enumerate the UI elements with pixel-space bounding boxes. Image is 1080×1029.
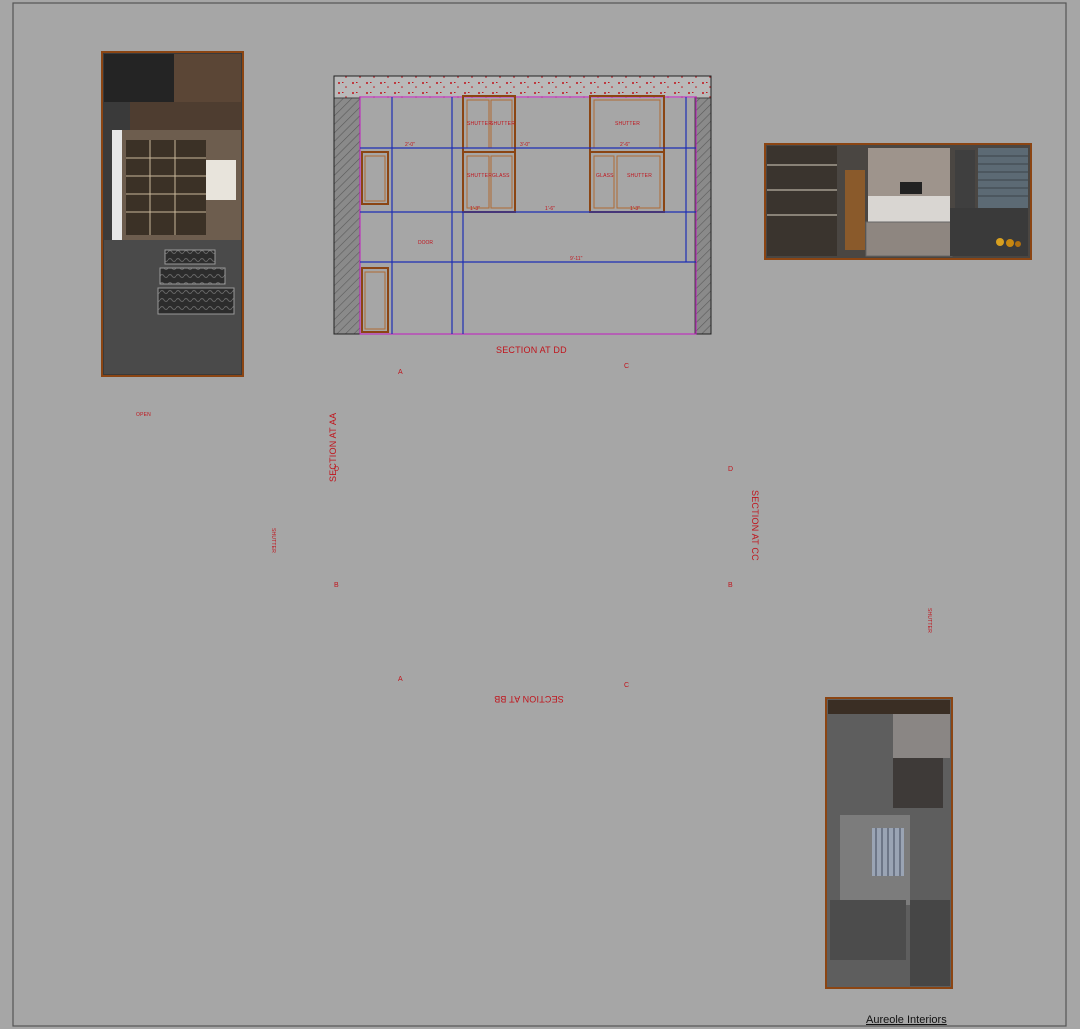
svg-text:9'-11": 9'-11" [570,256,583,262]
section-cc-title: SECTION AT CC [750,490,760,561]
svg-text:1'-6": 1'-6" [545,206,555,212]
render-top-view [825,697,953,989]
svg-text:1'-3": 1'-3" [470,206,480,212]
aa-open-label: OPEN [136,412,151,418]
dd-shutter-label-4: SHUTTER [467,173,493,179]
dd-glass-label-1: GLASS [492,173,510,179]
svg-text:2'-0": 2'-0" [405,142,415,148]
dd-shutter-label-5: SHUTTER [627,173,653,179]
plan-mark-d-left: D [334,466,340,473]
plan-mark-c-top: C [624,363,630,370]
aa-shutter-label: SHUTTER [270,528,276,554]
sheet-border [12,2,1067,1027]
render-kitchen-elevation [764,143,1032,260]
section-dd-title: SECTION AT DD [496,345,567,355]
plan-mark-d-right: D [728,466,734,473]
plan-mark-b-right: B [728,582,733,589]
plan-mark-a-bottom: A [398,676,403,683]
svg-text:2'-6": 2'-6" [620,142,630,148]
dd-shutter-label-1: SHUTTER [467,121,493,127]
section-dd: 2'-0" 3'-0" 2'-6" 1'-3" 1'-6" 1'-3" 9'-11" DO… [333,75,712,335]
dd-shutter-label-3: SHUTTER [615,121,641,127]
plan-mark-b-left: B [334,582,339,589]
plan-mark-a-top: A [398,369,403,376]
svg-text:1'-3": 1'-3" [630,206,640,212]
plan-mark-c-bottom: C [624,682,630,689]
firm-name: Aureole Interiors [866,1014,947,1026]
svg-text:3'-0": 3'-0" [520,142,530,148]
dd-glass-label-2: GLASS [596,173,614,179]
section-bb-title: SECTION AT BB [494,694,564,704]
cc-shutter-label: SHUTTER [926,608,932,634]
render-corridor-view [101,51,244,377]
dd-shutter-label-2: SHUTTER [490,121,516,127]
svg-text:DOOR: DOOR [418,240,433,246]
